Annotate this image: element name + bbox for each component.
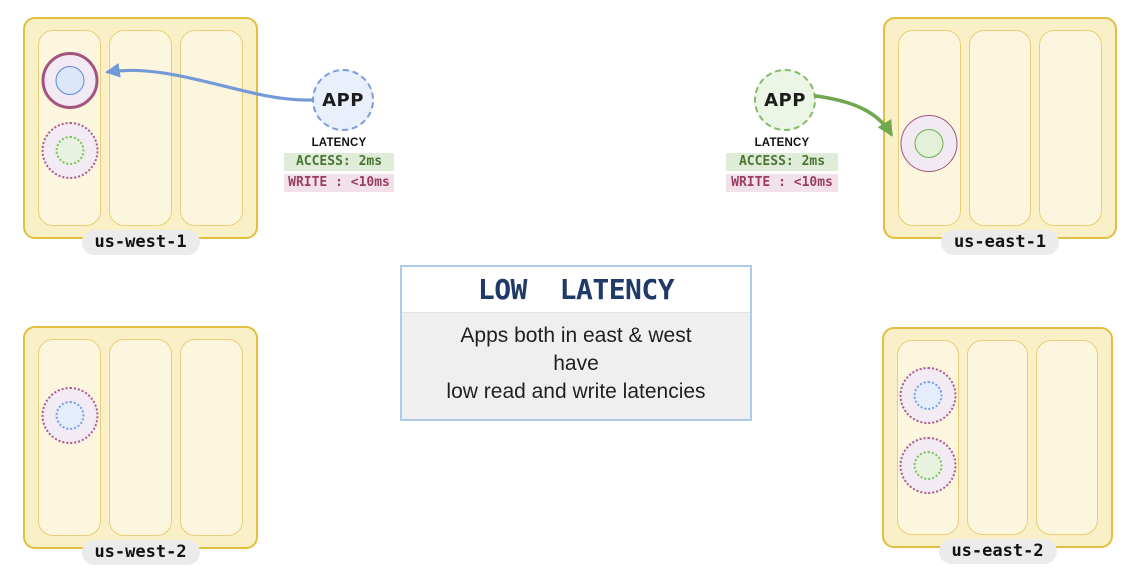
tablet-green-icon xyxy=(55,136,84,165)
low-latency-callout: LOW LATENCY Apps both in east & west hav… xyxy=(400,265,752,421)
callout-line: low read and write latencies xyxy=(446,380,706,403)
follower-replica-green-icon xyxy=(899,437,957,494)
follower-replica-blue-icon xyxy=(41,387,98,444)
availability-zone xyxy=(966,340,1029,535)
leader-replica-green-icon xyxy=(900,115,958,172)
follower-replica-blue-icon xyxy=(899,367,957,424)
availability-zone xyxy=(1039,30,1103,226)
region-label-us-west-1: us-west-1 xyxy=(81,230,200,255)
availability-zone xyxy=(38,339,101,536)
callout-title: LOW LATENCY xyxy=(477,273,675,306)
leader-replica-blue-icon xyxy=(41,52,98,109)
callout-line: Apps both in east & west xyxy=(460,324,692,347)
latency-panel-west: LATENCY ACCESS: 2ms WRITE : <10ms xyxy=(284,137,394,195)
app-node-east: APP xyxy=(754,69,816,131)
availability-zone xyxy=(109,30,172,226)
region-label-us-east-2: us-east-2 xyxy=(938,539,1057,564)
tablet-blue-icon xyxy=(55,66,84,95)
region-label-us-east-1: us-east-1 xyxy=(940,230,1060,255)
availability-zone xyxy=(1036,340,1099,535)
callout-line: have xyxy=(553,352,599,375)
region-us-west-2: us-west-2 xyxy=(23,326,258,565)
availability-zone xyxy=(38,30,101,226)
app-to-east-leader-arrow xyxy=(814,94,893,137)
tablet-green-icon xyxy=(914,129,944,158)
follower-replica-green-icon xyxy=(41,122,98,179)
latency-title: LATENCY xyxy=(311,137,367,149)
tablet-green-icon xyxy=(913,451,943,480)
latency-panel-east: LATENCY ACCESS: 2ms WRITE : <10ms xyxy=(726,137,838,195)
access-latency-badge: ACCESS: 2ms xyxy=(284,153,394,171)
write-latency-badge: WRITE : <10ms xyxy=(284,174,394,192)
availability-zone xyxy=(897,340,959,535)
latency-title: LATENCY xyxy=(754,137,810,149)
app-node-west: APP xyxy=(312,69,374,131)
availability-zone xyxy=(180,30,243,226)
region-us-east-2: us-east-2 xyxy=(882,327,1113,564)
tablet-blue-icon xyxy=(55,401,84,430)
tablet-blue-icon xyxy=(913,381,943,410)
availability-zone xyxy=(968,30,1032,226)
availability-zone xyxy=(180,339,243,536)
access-latency-badge: ACCESS: 2ms xyxy=(726,153,838,171)
region-label-us-west-2: us-west-2 xyxy=(81,540,200,565)
region-us-west-1: us-west-1 xyxy=(23,17,258,255)
callout-body: Apps both in east & west have low read a… xyxy=(402,312,750,419)
availability-zone xyxy=(109,339,172,536)
region-us-east-1: us-east-1 xyxy=(883,17,1117,255)
write-latency-badge: WRITE : <10ms xyxy=(726,174,838,192)
availability-zone xyxy=(898,30,961,226)
